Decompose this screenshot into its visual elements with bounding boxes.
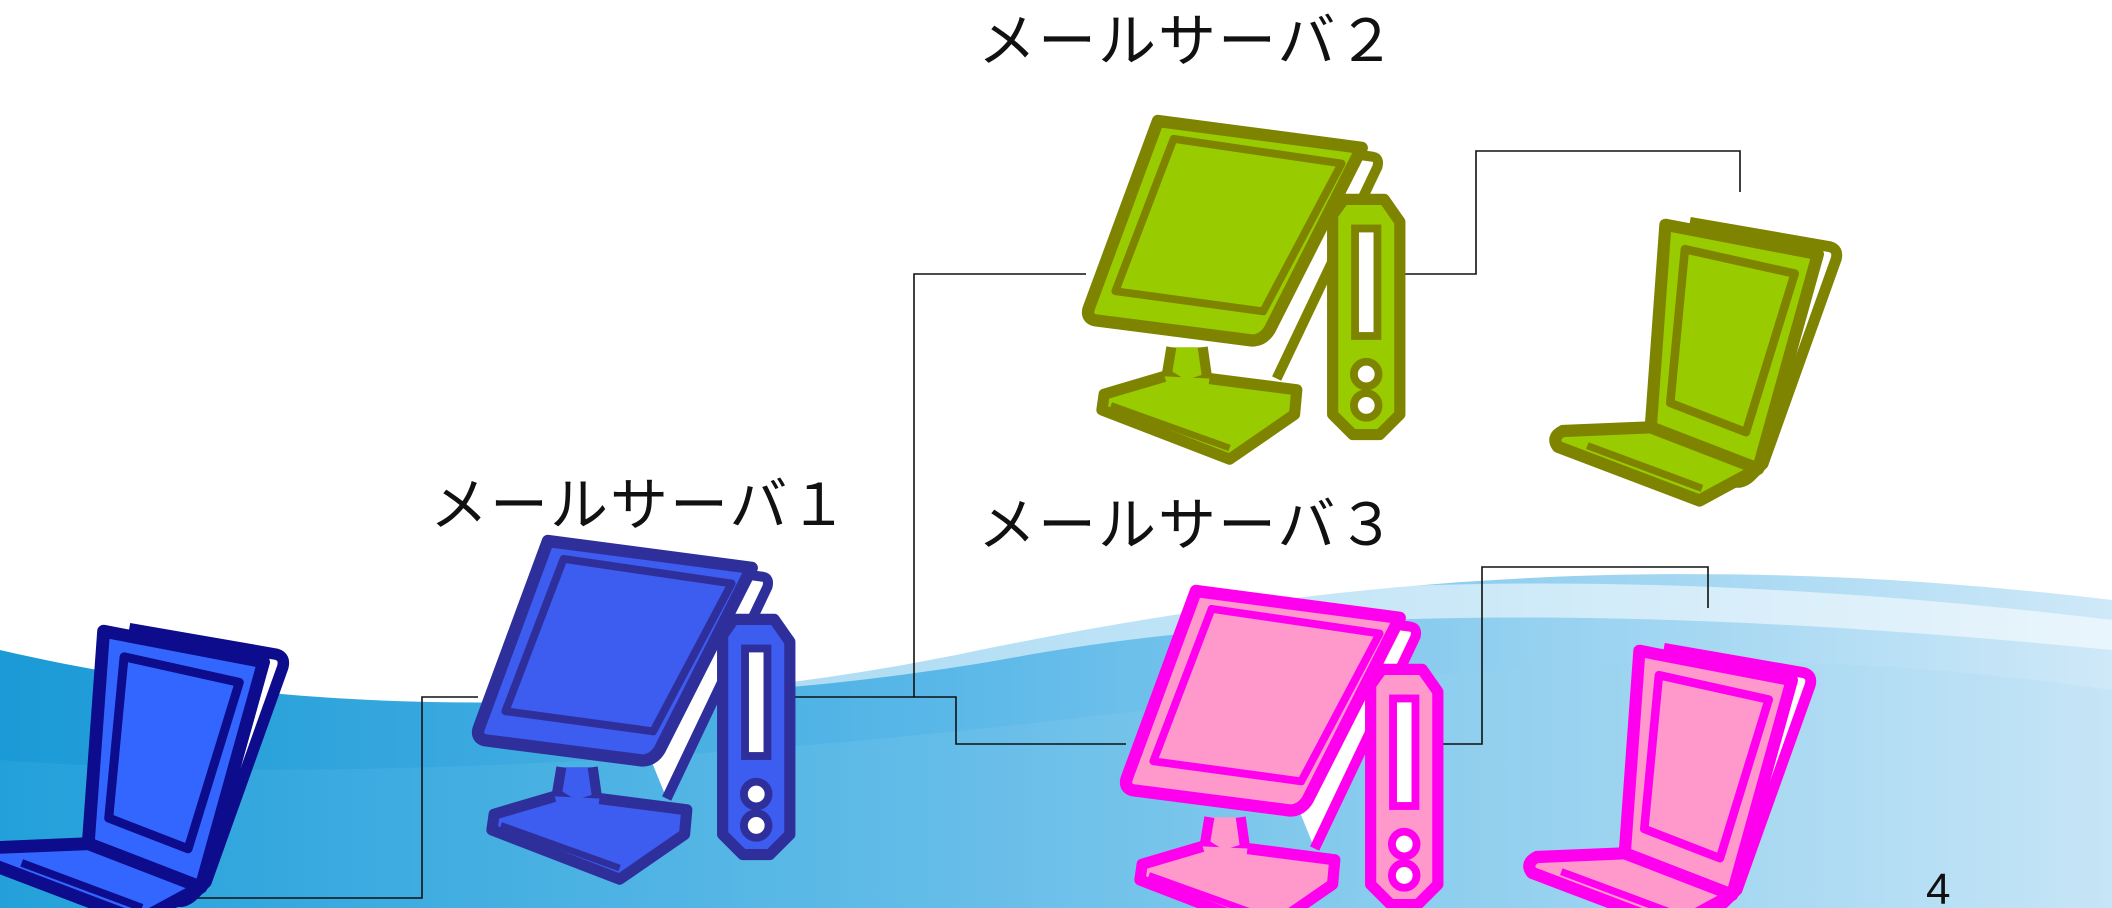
desktop-computer-icon-server-1 bbox=[478, 540, 790, 880]
page-number: 4 bbox=[1926, 865, 1951, 908]
laptop-icon-client-2 bbox=[1555, 222, 1837, 501]
link-server2-laptop2 bbox=[1395, 150, 1741, 275]
link-server1-server3 bbox=[914, 696, 1126, 745]
server-label-1: メールサーバ１ bbox=[430, 471, 850, 539]
desktop-computer-icon-server-3 bbox=[1126, 590, 1438, 908]
server-label-3: メールサーバ３ bbox=[978, 491, 1398, 559]
link-server3-laptop3 bbox=[1440, 566, 1709, 745]
link-server1-server2 bbox=[794, 273, 1086, 698]
server-label-2: メールサーバ２ bbox=[978, 7, 1398, 75]
desktop-computer-icon-server-2 bbox=[1088, 120, 1400, 460]
